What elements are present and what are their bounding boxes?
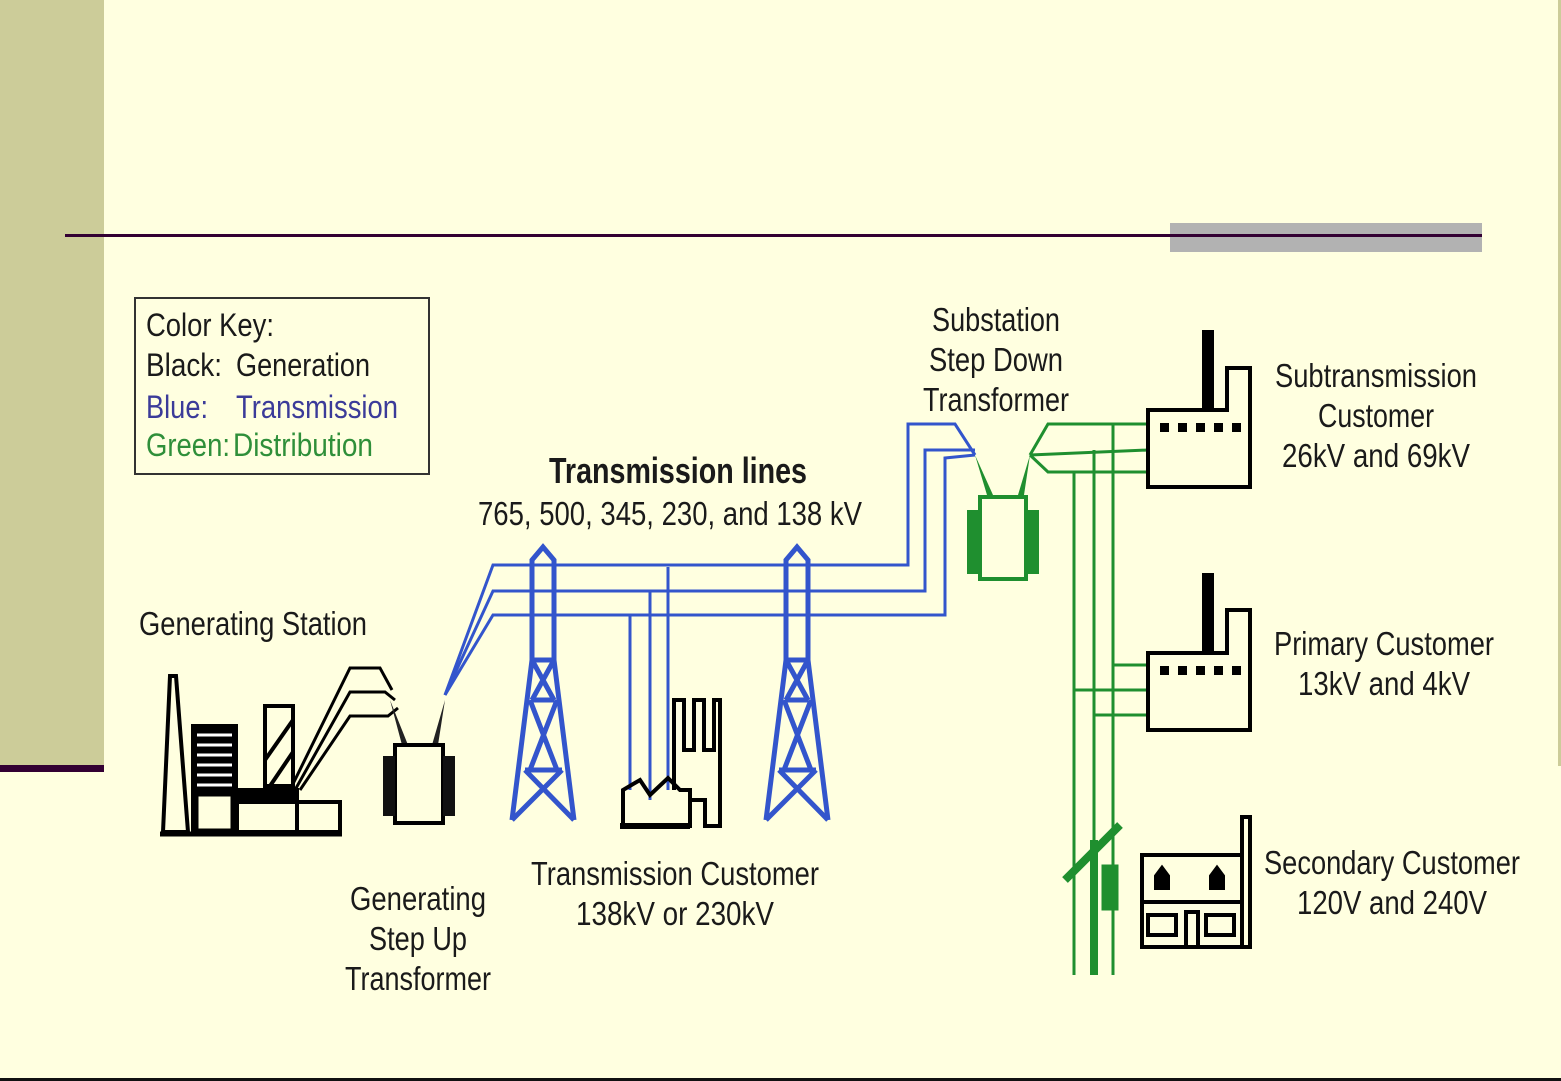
subtransmission-label-line2: Customer [1318,397,1434,434]
generating-station-label: Generating Station [139,605,367,642]
distribution-lines [1028,422,1149,975]
key-blue-name: Blue: [146,389,208,425]
title-rule [65,234,1482,237]
slide-sidebar [0,0,104,766]
slide-right-edge [1558,0,1561,766]
transmission-tower-icon [763,543,831,822]
transmission-lines [443,422,977,800]
subtransmission-label-line1: Subtransmission [1275,357,1477,394]
color-key-heading: Color Key: [146,307,274,343]
transmission-customer-label-line1: Transmission Customer [531,855,819,892]
title-accent-bar [1170,223,1482,252]
subtransmission-customer-factory-icon [1146,330,1252,489]
step-up-label-line2: Step Up [369,920,467,957]
color-key-box [134,297,430,475]
key-green-name: Green: [146,427,230,463]
substation-transformer-icon [967,455,1039,581]
secondary-customer-house-icon [1140,815,1252,949]
bottom-rule [0,1078,1561,1081]
power-plant-icon [160,674,342,837]
secondary-customer-label-line2: 120V and 240V [1297,884,1487,921]
primary-customer-label-line1: Primary Customer [1274,625,1494,662]
key-black-meaning: Generation [236,347,370,383]
subtransmission-label-line3: 26kV and 69kV [1282,437,1470,474]
color-key: Color Key: Black: Generation Blue: Trans… [134,297,430,475]
step-up-label-line3: Transformer [345,960,491,997]
primary-customer-factory-icon [1146,573,1252,732]
primary-customer-label-line2: 13kV and 4kV [1298,665,1470,702]
substation-label-line1: Substation [932,301,1060,338]
transmission-customer-factory-icon [620,698,722,829]
transmission-customer-label-line2: 138kV or 230kV [576,895,774,932]
key-blue-meaning: Transmission [236,389,398,425]
secondary-customer-label-line1: Secondary Customer [1264,844,1520,881]
transmission-lines-title: Transmission lines [549,450,807,491]
accent-bar-line [1170,234,1482,237]
key-green-meaning: Distribution [233,427,373,463]
key-black-name: Black: [146,347,222,383]
step-up-transformer-icon [383,700,455,825]
transmission-tower-icon [509,543,577,822]
substation-label-line2: Step Down [929,341,1063,378]
generation-leads [288,666,399,791]
substation-label-line3: Transformer [923,381,1069,418]
step-up-label-line1: Generating [350,880,486,917]
utility-pole-icon [1062,822,1123,975]
transmission-lines-voltages: 765, 500, 345, 230, and 138 kV [478,495,862,532]
sidebar-rule [0,765,104,772]
